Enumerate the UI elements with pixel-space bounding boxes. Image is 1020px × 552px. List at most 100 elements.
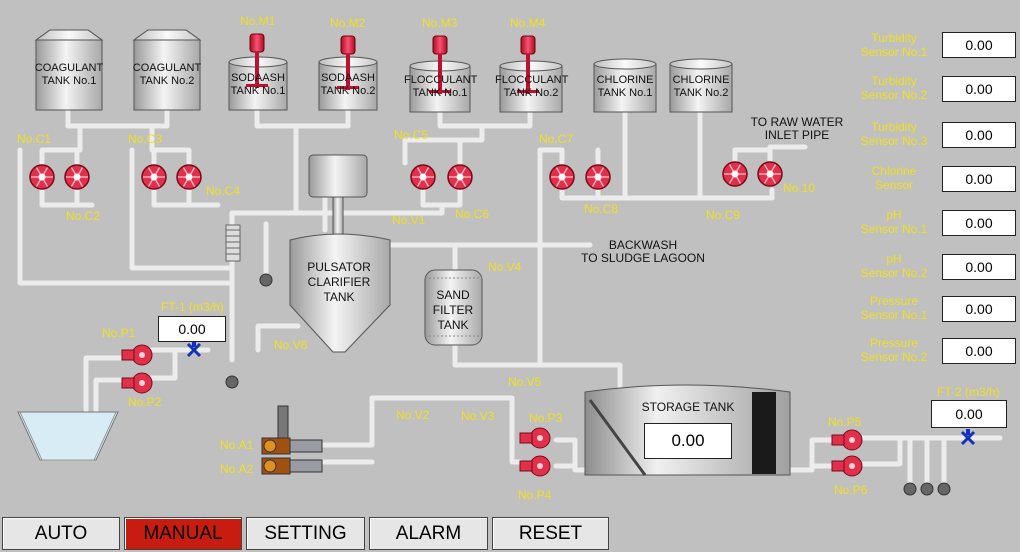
- air-blower-a2-icon[interactable]: [261, 457, 323, 475]
- ft2-value-display: 0.00: [931, 400, 1007, 428]
- mixer-m3-icon: [429, 35, 451, 94]
- alarm-button[interactable]: ALARM: [369, 517, 488, 550]
- pump-c3-label: No.C3: [128, 132, 163, 146]
- sand-filter-tank: [424, 269, 483, 346]
- pump-p5-icon[interactable]: [831, 429, 863, 451]
- ft1-valve-icon[interactable]: [186, 341, 202, 358]
- mixer-m2-icon: [337, 35, 359, 90]
- pressure-sensor-2-value: 0.00: [942, 338, 1016, 364]
- raw-water-pipe-label: TO RAW WATER INLET PIPE: [750, 115, 844, 142]
- valve-v1-label: No.V1: [392, 213, 426, 227]
- coagulant-tank-1: [34, 29, 104, 111]
- pump-p6-icon[interactable]: [831, 455, 863, 477]
- drain-valve-icon[interactable]: [903, 482, 917, 496]
- turbidity-sensor-3-label: Turbidity Sensor No.3: [860, 120, 928, 148]
- pump-c6-icon[interactable]: [447, 164, 473, 190]
- turbidity-sensor-1-label: Turbidity Sensor No.1: [860, 31, 928, 59]
- pump-c9-icon[interactable]: [722, 161, 748, 187]
- sand-filter-tank-label: SAND FILTER TANK: [432, 288, 474, 332]
- pump-c5-icon[interactable]: [410, 164, 436, 190]
- setting-button[interactable]: SETTING: [246, 517, 365, 550]
- valve-v2-label: No.V2: [396, 408, 430, 422]
- pump-c2-label: No.C2: [66, 209, 101, 223]
- pump-c4-icon[interactable]: [176, 164, 202, 190]
- pump-c10-label: No.10: [783, 181, 816, 195]
- pressure-sensor-2-label: Pressure Sensor No.2: [860, 336, 928, 364]
- pump-c7-icon[interactable]: [549, 164, 575, 190]
- coagulant-tank-2: [132, 29, 202, 111]
- chlorine-sensor-value: 0.00: [942, 166, 1016, 192]
- chlorine-tank-2: [669, 58, 733, 113]
- pump-p1-icon[interactable]: [121, 344, 153, 366]
- storage-level-display: 0.00: [644, 423, 732, 459]
- valve-v3-label: No.V3: [461, 409, 495, 423]
- pulsator-clarifier-tank: [289, 154, 391, 353]
- manual-button[interactable]: MANUAL: [124, 517, 242, 550]
- turbidity-sensor-1-value: 0.00: [942, 32, 1016, 58]
- chlorine-tank-1-label: CHLORINE TANK No.1: [596, 74, 654, 99]
- mixer-m2-label: No.M2: [330, 16, 366, 30]
- ph-sensor-2-value: 0.00: [942, 254, 1016, 280]
- ph-sensor-1-value: 0.00: [942, 210, 1016, 236]
- ph-sensor-2-label: pH Sensor No.2: [860, 252, 928, 280]
- pump-p3-label: No.P3: [529, 411, 563, 425]
- valve-v6-label: No.V6: [274, 338, 308, 352]
- pump-p2-icon[interactable]: [121, 372, 153, 394]
- pump-c5-label: No.C5: [394, 128, 429, 142]
- pump-c4-label: No.C4: [206, 184, 241, 198]
- raw-water-basin: [17, 411, 119, 461]
- pump-p5-label: No.P5: [828, 415, 862, 429]
- drain-valve-icon[interactable]: [225, 375, 239, 389]
- pump-c1-icon[interactable]: [29, 164, 55, 190]
- pressure-sensor-1-label: Pressure Sensor No.1: [860, 294, 928, 322]
- ft2-valve-icon[interactable]: [960, 429, 976, 446]
- pump-c6-label: No.C6: [455, 207, 490, 221]
- pump-p1-label: No.P1: [102, 326, 136, 340]
- coagulant-tank-2-label: COAGULANT TANK No.2: [132, 62, 202, 87]
- drain-valve-icon[interactable]: [259, 273, 273, 287]
- pump-p6-label: No.P6: [834, 483, 868, 497]
- drain-valve-icon[interactable]: [937, 482, 951, 496]
- chlorine-tank-2-label: CHLORINE TANK No.2: [672, 74, 730, 99]
- flocculant-tank-1-label: FLOCCULANT TANK No.1: [404, 74, 478, 99]
- ft1-label: FT-1 (m3/h): [161, 300, 224, 314]
- pumps: [29, 161, 863, 477]
- drain-valve-icon[interactable]: [920, 482, 934, 496]
- backwash-pipe-label: BACKWASH TO SLUDGE LAGOON: [581, 238, 705, 265]
- pressure-sensor-1-value: 0.00: [942, 296, 1016, 322]
- chlorine-sensor-label: Chlorine Sensor: [871, 164, 917, 192]
- pump-p4-label: No.P4: [518, 488, 552, 502]
- pump-c10-icon[interactable]: [757, 161, 783, 187]
- reset-button[interactable]: RESET: [492, 517, 609, 550]
- static-mixer-icon: [225, 224, 241, 262]
- pump-c8-icon[interactable]: [585, 164, 611, 190]
- air-blower-a1-icon[interactable]: [261, 405, 323, 455]
- ft2-label: FT-2 (m3/h): [937, 385, 1000, 399]
- storage-tank-label: STORAGE TANK: [641, 400, 735, 414]
- coagulant-tank-1-label: COAGULANT TANK No.1: [34, 62, 104, 87]
- pump-c2-icon[interactable]: [64, 164, 90, 190]
- turbidity-sensor-3-value: 0.00: [942, 122, 1016, 148]
- valve-v4-label: No.V4: [488, 260, 522, 274]
- pump-c7-label: No.C7: [539, 132, 574, 146]
- pump-p4-icon[interactable]: [519, 455, 551, 477]
- pump-c3-icon[interactable]: [141, 164, 167, 190]
- turbidity-sensor-2-label: Turbidity Sensor No.2: [860, 74, 928, 102]
- auto-button[interactable]: AUTO: [2, 517, 120, 550]
- pulsator-tank-label: PULSATOR CLARIFIER TANK: [307, 260, 371, 304]
- blower-a1-label: No.A1: [220, 438, 254, 452]
- sodaash-tank-1-label: SODAASH TANK No.1: [230, 72, 286, 97]
- pump-p3-icon[interactable]: [519, 427, 551, 449]
- mixer-m4-icon: [517, 35, 539, 94]
- sodaash-tank-2-label: SODAASH TANK No.2: [320, 72, 376, 97]
- turbidity-sensor-2-value: 0.00: [942, 76, 1016, 102]
- mixer-m3-label: No.M3: [422, 16, 458, 30]
- chlorine-tank-1: [593, 58, 657, 113]
- mixer-m1-icon: [246, 33, 268, 88]
- mixer-m4-label: No.M4: [510, 16, 546, 30]
- pump-p2-label: No.P2: [128, 395, 162, 409]
- ft1-value-display: 0.00: [158, 316, 226, 342]
- pipe-network: [17, 107, 1003, 488]
- blower-a2-label: No.A2: [220, 462, 254, 476]
- valve-v5-label: No.V5: [508, 375, 542, 389]
